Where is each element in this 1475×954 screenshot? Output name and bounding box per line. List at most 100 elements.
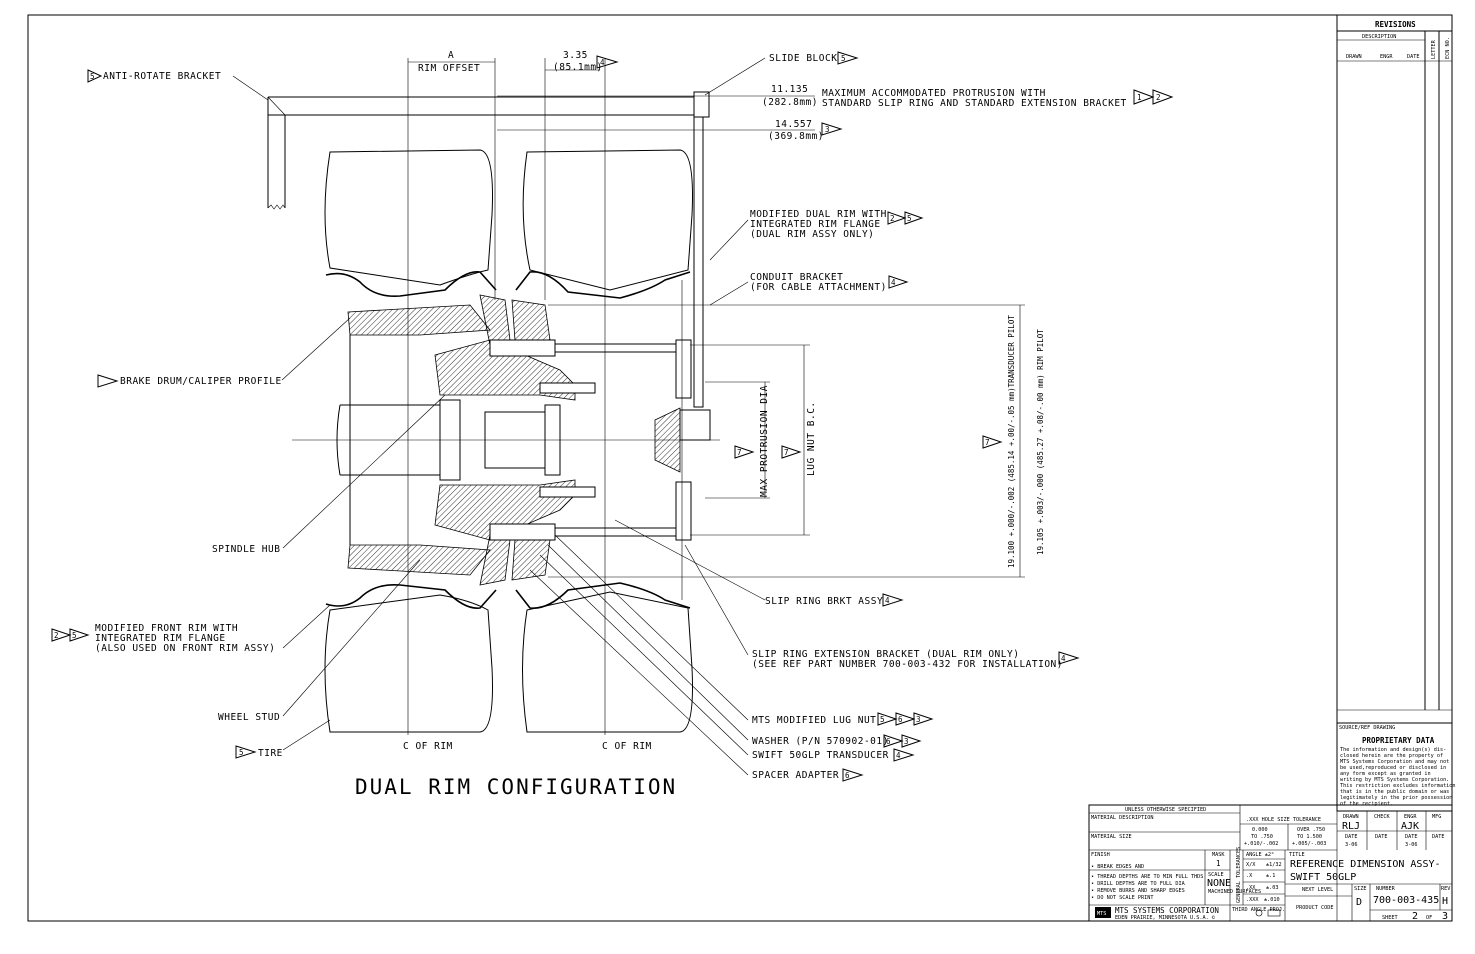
lug-nut-bottom bbox=[675, 481, 692, 541]
flag-washer-2: 3 bbox=[901, 734, 922, 748]
check-label: CHECK bbox=[1374, 814, 1390, 820]
bracket-break bbox=[267, 204, 286, 210]
number-value: 700-003-435 bbox=[1373, 895, 1439, 906]
flag-slip-ext: 4 bbox=[1058, 651, 1080, 665]
tire-outer-bottom bbox=[324, 594, 493, 733]
proprietary-line-5: any form except as granted in bbox=[1340, 771, 1431, 777]
revisions-header: REVISIONS bbox=[1375, 20, 1416, 29]
cl-rim-label-2: C OF RIM bbox=[602, 741, 652, 752]
slip-ring-brkt-label: SLIP RING BRKT ASSY bbox=[765, 596, 883, 607]
svg-text:6: 6 bbox=[886, 737, 891, 746]
svg-text:2: 2 bbox=[54, 631, 59, 640]
dim-d3-mm: (369.8mm) bbox=[768, 131, 824, 142]
flag-max-protrusion-2: 2 bbox=[1152, 89, 1174, 105]
date-label-3: DATE bbox=[1405, 834, 1418, 840]
dim-rim-pilot: 19.105 +.003/-.000 (485.27 +.08/-.00 mm)… bbox=[1036, 329, 1045, 555]
mask-value: 1 bbox=[1216, 859, 1221, 868]
svg-text:7: 7 bbox=[985, 438, 990, 447]
scale-value: NONE bbox=[1207, 878, 1231, 889]
flag-dim-d1: 4 bbox=[596, 55, 619, 69]
flag-mod-dual-rim-2: 5 bbox=[904, 211, 924, 225]
scale-label: SCALE bbox=[1208, 872, 1224, 878]
conduit-label-1: CONDUIT BRACKET bbox=[750, 272, 843, 283]
company-name: MTS SYSTEMS CORPORATION bbox=[1115, 906, 1219, 915]
flag-mod-front-rim-2: 5 bbox=[69, 628, 90, 642]
revisions-engr: ENGR bbox=[1380, 54, 1393, 60]
mts-logo bbox=[1095, 907, 1111, 918]
rim-outer-bottom bbox=[325, 583, 497, 609]
mod-front-rim-label-1: MODIFIED FRONT RIM WITH bbox=[95, 623, 238, 634]
slip-ext-label-1: SLIP RING EXTENSION BRACKET (DUAL RIM ON… bbox=[752, 649, 1019, 660]
revisions-date: DATE bbox=[1407, 54, 1420, 60]
slide-block bbox=[693, 91, 710, 118]
dimension-lines bbox=[408, 61, 1025, 578]
mod-front-rim-label-3: (ALSO USED ON FRONT RIM ASSY) bbox=[95, 643, 275, 654]
size-label: SIZE bbox=[1354, 886, 1367, 892]
svg-text:5: 5 bbox=[880, 715, 885, 724]
tol-a2: TO .750 bbox=[1251, 834, 1273, 840]
drawn-label: DRAWN bbox=[1343, 814, 1359, 820]
dim-rim-offset: RIM OFFSET bbox=[418, 63, 480, 74]
title-block: UNLESS OTHERWISE SPECIFIED MATERIAL DESC… bbox=[1088, 804, 1453, 922]
svg-text:7: 7 bbox=[737, 448, 742, 457]
washer-label: WASHER (P/N 570902-01) bbox=[752, 736, 889, 747]
mod-front-rim-label-2: INTEGRATED RIM FLANGE bbox=[95, 633, 226, 644]
date-label-4: DATE bbox=[1432, 834, 1445, 840]
machined-label: MACHINED SURFACES bbox=[1208, 889, 1261, 895]
dim-d1: 3.35 bbox=[563, 50, 588, 61]
max-protrusion-label-2: STANDARD SLIP RING AND STANDARD EXTENSIO… bbox=[822, 98, 1127, 109]
flag-mod-dual-rim-1: 2 bbox=[887, 211, 907, 225]
bracket-bend bbox=[267, 96, 286, 116]
rim-inner-top bbox=[515, 271, 691, 299]
general-tolerances: GENERAL TOLERANCES bbox=[1236, 847, 1242, 903]
note-5: • DO NOT SCALE PRINT bbox=[1091, 895, 1153, 901]
svg-text:3: 3 bbox=[904, 737, 909, 746]
note-1: • BREAK EDGES AND bbox=[1091, 864, 1144, 870]
mask-label: MASK bbox=[1212, 852, 1225, 858]
note-2: • THREAD DEPTHS ARE TO MIN FULL THDS bbox=[1091, 874, 1203, 880]
revisions-ecn: ECN NO. bbox=[1445, 37, 1451, 59]
proprietary-block: SOURCE/REF DRAWING PROPRIETARY DATA The … bbox=[1336, 722, 1456, 812]
sheet-border bbox=[27, 14, 1453, 922]
brake-drum-top bbox=[347, 304, 491, 336]
title-label: TITLE bbox=[1289, 852, 1305, 858]
flag-slip-ring-brkt: 4 bbox=[882, 593, 904, 607]
material-size-label: MATERIAL SIZE bbox=[1091, 834, 1132, 840]
dim-d2: 11.135 bbox=[771, 84, 808, 95]
dim-lug-nut-bc: LUG NUT B.C. bbox=[806, 401, 817, 476]
number-label: NUMBER bbox=[1376, 886, 1396, 892]
proprietary-header: PROPRIETARY DATA bbox=[1362, 736, 1435, 745]
revisions-letter: LETTER bbox=[1431, 39, 1437, 59]
proprietary-line-1: The information and design(s) dis- bbox=[1340, 747, 1446, 753]
date-engr: 3-06 bbox=[1405, 842, 1418, 848]
revisions-drawn: DRAWN bbox=[1346, 54, 1362, 60]
tol-a3: +.010/-.002 bbox=[1244, 841, 1278, 847]
svg-text:4: 4 bbox=[1061, 654, 1066, 663]
source-ref: SOURCE/REF DRAWING bbox=[1339, 725, 1395, 731]
rim-flange-outer-bottom bbox=[479, 534, 511, 586]
projection-symbol-circle bbox=[1255, 909, 1263, 917]
dim-d1-mm: (85.1mm) bbox=[553, 62, 603, 73]
dim-transducer-pilot: 19.100 +.000/-.002 (485.14 +.00/-.05 mm)… bbox=[1007, 315, 1016, 568]
flag-transducer: 4 bbox=[893, 748, 915, 762]
svg-text:7: 7 bbox=[784, 448, 789, 457]
tol-frac: X/X bbox=[1246, 862, 1256, 868]
svg-text:5: 5 bbox=[239, 748, 244, 757]
flag-anti-rotate: 5 bbox=[87, 69, 103, 83]
svg-text:6: 6 bbox=[898, 715, 903, 724]
rev-label: REV bbox=[1441, 886, 1450, 892]
flag-max-protrusion-1: 1 bbox=[1133, 89, 1155, 105]
lug-nut-top bbox=[675, 339, 692, 399]
dim-d2-mm: (282.8mm) bbox=[762, 97, 818, 108]
title-line-2: SWIFT 50GLP bbox=[1290, 872, 1356, 883]
flag-conduit: 4 bbox=[888, 275, 909, 289]
svg-text:2: 2 bbox=[1156, 93, 1161, 102]
dim-a: A bbox=[448, 50, 454, 61]
projection-symbol-cone bbox=[1267, 909, 1281, 917]
anti-rotate-bracket bbox=[267, 96, 694, 208]
rev-value: H bbox=[1442, 896, 1448, 907]
svg-text:5: 5 bbox=[907, 214, 912, 223]
material-desc-label: MATERIAL DESCRIPTION bbox=[1091, 815, 1153, 821]
dim-max-protrusion-dia: MAX PROTRUSION DIA bbox=[759, 385, 770, 497]
